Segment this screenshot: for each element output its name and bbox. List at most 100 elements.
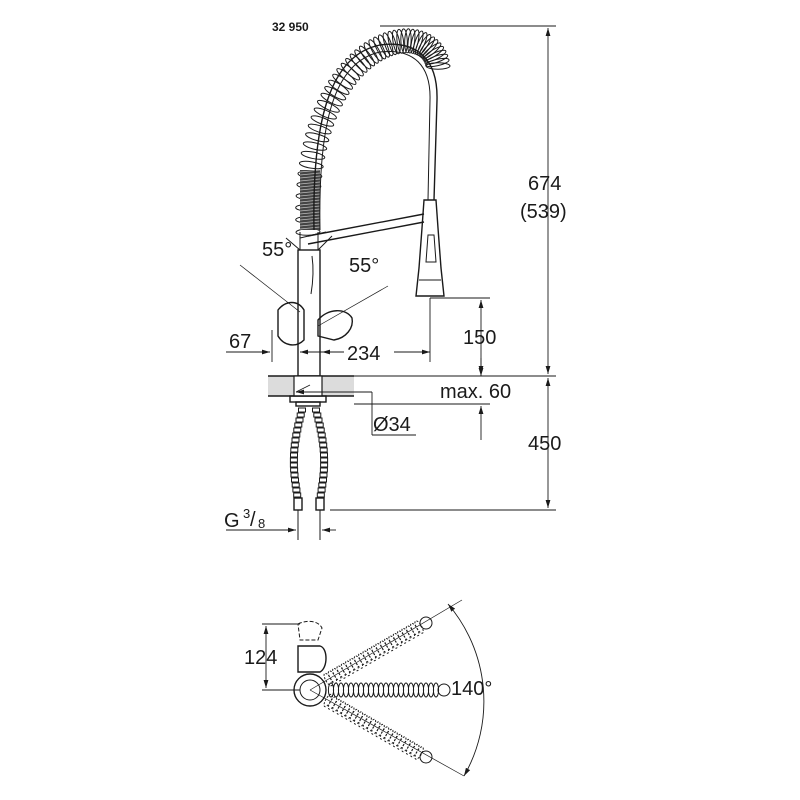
bore-label: Ø34: [373, 414, 411, 436]
plan-coil-swing-up-end: [419, 616, 433, 630]
hose-left-segment: [289, 457, 298, 463]
deck-max-label: max. 60: [440, 381, 511, 403]
coil-turn: [425, 62, 451, 70]
coil-dense-line: [299, 205, 321, 209]
thread-letter: G: [224, 510, 240, 532]
coil-dense-line: [299, 190, 321, 194]
faucet-body: [297, 232, 321, 377]
coil-turn: [313, 107, 337, 120]
hose-left-segment: [290, 467, 299, 473]
plan-coil-center: [362, 682, 370, 698]
hose-right-segment: [317, 487, 326, 493]
inner-spout-tube: [313, 43, 438, 231]
hose-left-segment: [293, 492, 302, 498]
hose-right-segment: [320, 457, 329, 463]
hose-left-segment: [296, 412, 305, 418]
coil-dense-line: [299, 214, 321, 218]
hose-right-segment: [315, 422, 324, 428]
coil-turn: [345, 57, 364, 77]
plan-coil-center: [382, 682, 390, 698]
coil-turn: [358, 45, 376, 67]
coil-dense-line: [299, 175, 321, 179]
hose-right-segment: [314, 417, 323, 423]
coil-dense-line: [299, 184, 321, 188]
hose-right-segment: [318, 437, 327, 443]
hose-right-segment: [313, 412, 322, 418]
inner-spout-tube-inner: [319, 50, 431, 231]
coil-dense-line: [299, 169, 321, 173]
coil-dense-line: [299, 178, 321, 182]
hose-right-segment: [319, 447, 328, 453]
plan-coil-swing-down-end: [419, 750, 433, 764]
plan-coil-center-end: [437, 683, 451, 697]
hose-right-segment: [316, 492, 325, 498]
coil-turn: [363, 42, 379, 64]
hose-right-segment: [319, 442, 328, 448]
plan-coil-center: [392, 682, 400, 698]
hose-right-segment: [319, 467, 328, 473]
handle-angle-left-label: 55°: [262, 239, 292, 261]
hose-right-segment: [320, 452, 328, 458]
handle-angle-right-label: 55°: [349, 255, 379, 277]
hose-connectors: [293, 497, 325, 540]
lever-handle: [239, 235, 389, 346]
coil-turn: [425, 57, 450, 68]
coil-turn: [404, 28, 412, 54]
plan-coil-center: [337, 682, 345, 698]
coil-turn: [298, 160, 324, 170]
plan-coil-center: [432, 682, 440, 698]
hose-left-segment: [293, 427, 302, 433]
hose-left-segment: [290, 452, 298, 458]
hose-left-segment: [298, 407, 306, 413]
hose-left-segment: [290, 447, 299, 453]
plan-spring-coils: [323, 616, 451, 764]
coil-turn: [300, 150, 326, 160]
hose-right-segment: [316, 427, 325, 433]
spout-height-label: 150: [463, 327, 496, 349]
plan-coil-center: [352, 682, 360, 698]
plan-coil-center: [417, 682, 425, 698]
coil-dense-line: [299, 172, 321, 176]
plan-coil-center: [372, 682, 380, 698]
supply-hoses: [289, 407, 329, 498]
coil-turn: [407, 28, 416, 54]
countertop: [268, 375, 354, 407]
thread-denominator: 8: [258, 516, 265, 531]
plan-coil-center: [347, 682, 355, 698]
coil-dense-line: [299, 217, 321, 221]
coil-turn: [391, 29, 401, 55]
plan-coil-center: [387, 682, 395, 698]
height-total-label: 674: [528, 173, 561, 195]
coil-turn: [316, 99, 340, 113]
coil-dense-line: [299, 202, 321, 206]
coil-dense-line: [299, 223, 321, 227]
plan-view: 124 140°: [244, 599, 492, 777]
plan-coil-swing-down: [414, 746, 424, 760]
hose-left-segment: [290, 472, 299, 478]
spring-coil: [295, 28, 451, 236]
coil-turn: [424, 53, 449, 65]
hose-left-segment: [290, 442, 299, 448]
plan-coil-center: [377, 682, 385, 698]
coil-dense-line: [299, 187, 321, 191]
plan-coil-center: [407, 682, 415, 698]
hose-right-segment: [317, 432, 326, 438]
product-code: 32 950: [272, 20, 309, 34]
coil-dense-line: [299, 211, 321, 215]
swivel-angle-label: 140°: [451, 678, 492, 700]
coil-turn: [368, 39, 383, 62]
coil-dense-line: [299, 208, 321, 212]
handle-offset-label: 67: [229, 331, 251, 353]
hose-right-segment: [319, 477, 327, 483]
coil-dense-line: [299, 220, 321, 224]
plan-coil-swing-up: [414, 620, 424, 634]
swivel-arc: [447, 603, 485, 777]
plan-coil-center: [332, 682, 340, 698]
plan-coil-center: [342, 682, 350, 698]
coil-turn: [302, 141, 328, 151]
coil-turn: [340, 62, 361, 81]
plan-coil-center: [357, 682, 365, 698]
spray-head: [415, 199, 445, 297]
dimension-lines: [226, 25, 556, 533]
